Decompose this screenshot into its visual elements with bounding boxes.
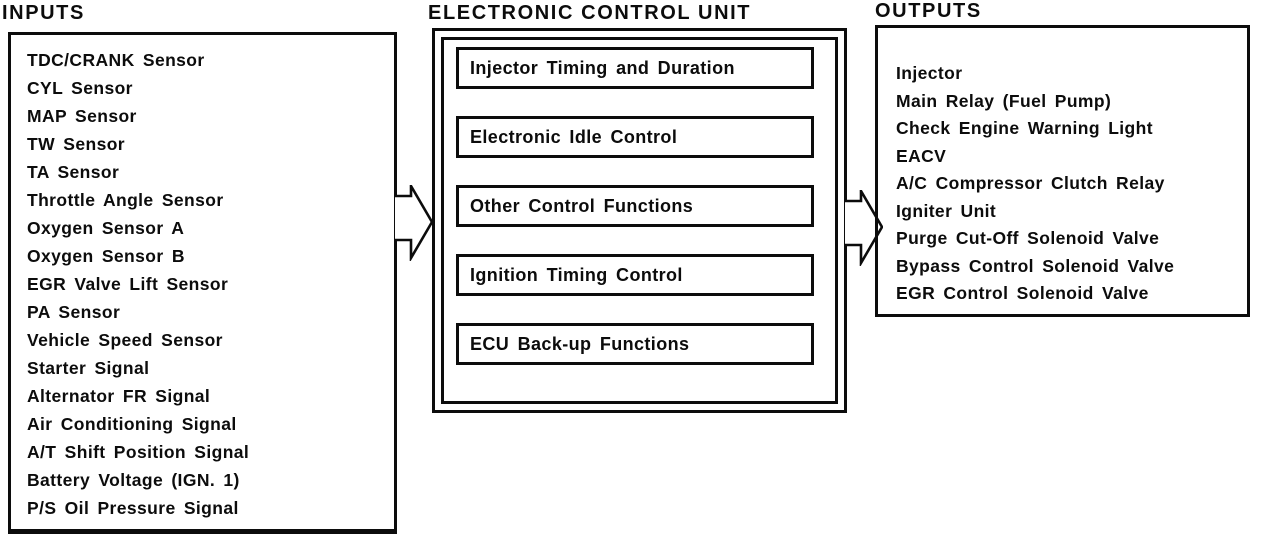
input-item: EGR Valve Lift Sensor <box>27 274 229 294</box>
input-item: Battery Voltage (IGN. 1) <box>27 470 240 490</box>
input-item: Oxygen Sensor A <box>27 218 185 238</box>
output-item: Main Relay (Fuel Pump) <box>896 90 1112 111</box>
input-item: TDC/CRANK Sensor <box>27 50 205 70</box>
ecu-function-box: Other Control Functions <box>456 185 814 227</box>
input-item: Vehicle Speed Sensor <box>27 330 223 350</box>
ecu-function-box: Electronic Idle Control <box>456 116 814 158</box>
output-item: A/C Compressor Clutch Relay <box>896 173 1165 193</box>
output-item: Check Engine Warning Light <box>896 118 1153 138</box>
inputs-heading: INPUTS <box>2 2 85 24</box>
input-item: Oxygen Sensor B <box>27 246 185 266</box>
input-item: CYL Sensor <box>27 78 133 98</box>
output-item: EGR Control Solenoid Valve <box>896 283 1149 303</box>
outputs-heading: OUTPUTS <box>875 0 982 22</box>
input-item: TA Sensor <box>27 162 120 182</box>
output-item: Igniter Unit <box>896 200 997 221</box>
output-item: Injector <box>896 63 963 83</box>
input-item: Air Conditioning Signal <box>27 414 237 434</box>
flow-arrow-ecu-to-outputs-icon <box>845 190 883 266</box>
input-item: TW Sensor <box>27 134 125 154</box>
ecu-function-box: Ignition Timing Control <box>456 254 814 296</box>
input-item: A/T Shift Position Signal <box>27 442 250 462</box>
ecu-function-box: ECU Back-up Functions <box>456 323 814 365</box>
output-item: EACV <box>896 145 947 166</box>
input-item: Alternator FR Signal <box>27 386 211 406</box>
input-item: P/S Oil Pressure Signal <box>27 498 239 518</box>
input-item: PA Sensor <box>27 302 121 322</box>
output-item: Purge Cut-Off Solenoid Valve <box>896 228 1160 248</box>
input-item: MAP Sensor <box>27 106 137 126</box>
ecu-function-box: Injector Timing and Duration <box>456 47 814 89</box>
flow-arrow-inputs-to-ecu-icon <box>395 185 433 261</box>
electronic-control-unit-heading: ELECTRONIC CONTROL UNIT <box>428 2 752 24</box>
input-item: Starter Signal <box>27 358 150 378</box>
input-item: Throttle Angle Sensor <box>27 190 224 210</box>
output-item: Bypass Control Solenoid Valve <box>896 255 1175 276</box>
